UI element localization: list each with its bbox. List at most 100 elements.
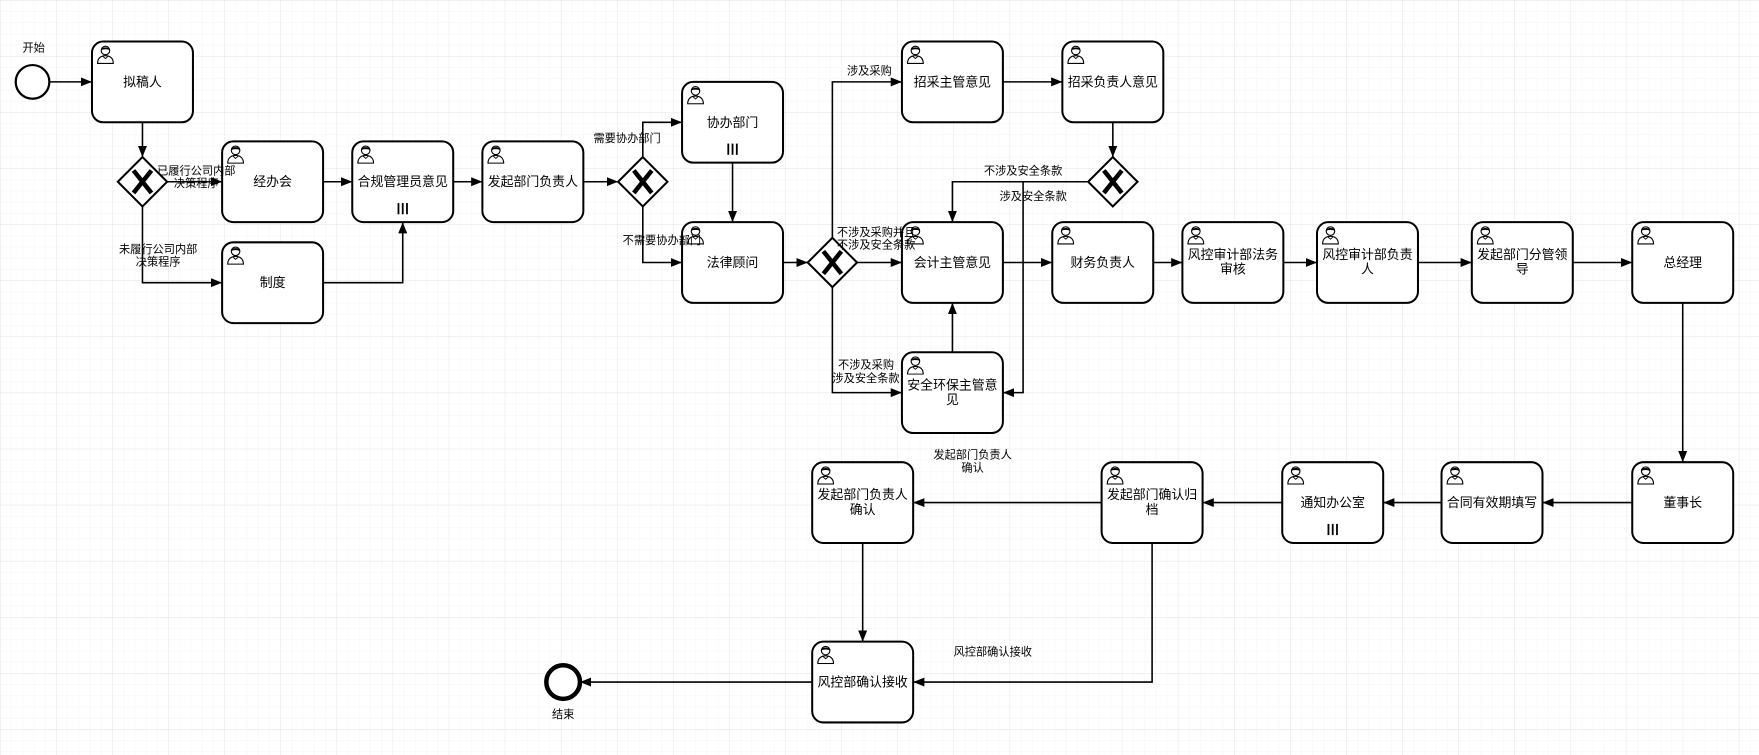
flow-label-no-procurement-safety-line-2: 涉及安全条款 <box>832 371 899 385</box>
task-system[interactable]: 制度 <box>221 241 325 325</box>
flow-label-involves-procurement: 涉及采购 <box>847 64 892 78</box>
task-shape[interactable] <box>900 40 1004 124</box>
task-label-line-2: 导 <box>1516 263 1529 278</box>
task-shape[interactable] <box>481 140 585 224</box>
task-dept-leader[interactable]: 发起部门分管领 导 <box>1470 221 1574 304</box>
task-shape[interactable] <box>900 351 1004 435</box>
task-label-line-1: 发起部门确认归 <box>1107 487 1197 503</box>
end-event-shape[interactable] <box>544 662 583 702</box>
floating-label-dept-head-confirm-line-2: 确认 <box>961 462 983 475</box>
exclusive-gateway-x-icon <box>632 169 654 195</box>
task-label: 董事长 <box>1663 496 1702 511</box>
flow-archive-to-risk-receive[interactable] <box>913 542 1153 687</box>
task-shape[interactable] <box>811 461 915 544</box>
flow-gateway-to-safety-clause[interactable] <box>1002 180 1089 398</box>
task-shape[interactable] <box>221 241 325 325</box>
task-shape[interactable] <box>351 140 455 224</box>
task-label: 拟稿人 <box>123 74 162 90</box>
task-label: 制度 <box>260 275 286 291</box>
start-event[interactable] <box>14 63 51 100</box>
task-draft[interactable]: 拟稿人 <box>90 40 194 124</box>
task-co-dept[interactable]: 协办部门 <box>681 80 785 164</box>
task-dept-head-confirm[interactable]: 发起部门负责人 确认 <box>811 461 915 544</box>
task-risk-head[interactable]: 风控审计部负责 人 <box>1315 221 1419 304</box>
exclusive-gateway-x-icon <box>821 249 844 276</box>
task-risk-receive[interactable]: 风控部确认接收 <box>811 640 915 724</box>
end-event[interactable] <box>544 662 583 702</box>
sequence-flows <box>49 77 1688 687</box>
task-notify-office[interactable]: 通知办公室 <box>1281 461 1385 544</box>
task-label: 通知办公室 <box>1300 495 1365 511</box>
task-label: 风控部确认接收 <box>818 675 908 691</box>
gateway-co-dept-check[interactable] <box>616 155 669 208</box>
task-shape[interactable] <box>1440 461 1544 544</box>
flow-label-no-procurement-no-safety-line-1: 不涉及采购并且 <box>837 225 915 239</box>
task-shape[interactable] <box>681 221 785 304</box>
task-shape[interactable] <box>1100 461 1204 544</box>
task-label: 法律顾问 <box>707 256 759 271</box>
task-proc-supervisor[interactable]: 招采主管意见 <box>900 40 1004 124</box>
task-chairman[interactable]: 董事长 <box>1631 461 1735 544</box>
task-risk-legal[interactable]: 风控审计部法务 审核 <box>1181 221 1285 304</box>
start-event-shape[interactable] <box>14 63 51 100</box>
task-label-line-1: 发起部门分管领 <box>1477 247 1567 263</box>
task-label: 招采负责人意见 <box>1068 74 1158 90</box>
floating-label-risk-receive: 风控部确认接收 <box>954 645 1032 659</box>
task-proc-head[interactable]: 招采负责人意见 <box>1061 40 1165 124</box>
task-label: 经办会 <box>253 175 292 190</box>
task-label-line-2: 审核 <box>1220 263 1246 278</box>
task-shape[interactable] <box>1631 461 1735 544</box>
task-safety[interactable]: 安全环保主管意 见 <box>900 351 1004 435</box>
task-validity[interactable]: 合同有效期填写 <box>1440 461 1544 544</box>
flow-gateway-to-co-dept[interactable] <box>642 117 683 158</box>
task-label: 协办部门 <box>707 116 759 131</box>
parallel-multi-instance-icon <box>397 203 408 215</box>
task-label: 招采主管意见 <box>914 74 991 90</box>
exclusive-gateway-x-icon <box>1102 169 1124 195</box>
task-shape[interactable] <box>90 40 194 124</box>
task-compliance[interactable]: 合规管理员意见 <box>351 140 455 224</box>
flow-label-performed-procedure-line-1: 已履行公司内部 <box>157 163 235 177</box>
task-shape[interactable] <box>1470 221 1574 304</box>
task-label-line-2: 人 <box>1361 263 1374 278</box>
flow-label-no-procurement-safety-line-1: 不涉及采购 <box>838 358 894 372</box>
flow-gateway-to-system[interactable] <box>141 206 223 288</box>
flow-gateway-to-safety[interactable] <box>831 287 902 398</box>
task-dept-archive[interactable]: 发起部门确认归 档 <box>1100 461 1204 544</box>
task-shape[interactable] <box>900 221 1004 304</box>
flow-label-no-co-dept: 不需要协办部门 <box>623 233 701 247</box>
task-shape[interactable] <box>1061 40 1165 124</box>
task-finance-head[interactable]: 财务负责人 <box>1051 221 1155 304</box>
flow-label-no-procurement-no-safety-line-2: 不涉及安全条款 <box>837 237 915 251</box>
task-shape[interactable] <box>1315 221 1419 304</box>
flow-system-to-compliance[interactable] <box>323 222 408 284</box>
task-dept-head[interactable]: 发起部门负责人 <box>481 140 585 224</box>
flow-gateway-to-proc-supervisor[interactable] <box>831 77 902 238</box>
exclusive-gateway-x-icon <box>131 169 154 195</box>
task-handling[interactable]: 经办会 <box>221 140 325 224</box>
task-label: 发起部门负责人 <box>488 174 578 190</box>
gateway-procurement-check[interactable] <box>806 236 859 289</box>
task-shape[interactable] <box>1631 221 1735 304</box>
gateway-safety-check[interactable] <box>1086 155 1139 208</box>
task-label: 合规管理员意见 <box>358 174 448 190</box>
task-shape[interactable] <box>1281 461 1385 544</box>
gateway-procedure-check[interactable] <box>116 155 169 208</box>
task-gm[interactable]: 总经理 <box>1631 221 1735 304</box>
flow-label-needs-co-dept: 需要协办部门 <box>593 131 660 145</box>
task-shape[interactable] <box>1181 221 1285 304</box>
task-shape[interactable] <box>681 80 785 164</box>
task-shape[interactable] <box>811 640 915 724</box>
task-accounting[interactable]: 会计主管意见 <box>900 221 1004 304</box>
start-event-label: 开始 <box>22 41 44 55</box>
floating-label-dept-head-confirm-line-1: 发起部门负责人 <box>933 447 1011 461</box>
task-shape[interactable] <box>1051 221 1155 304</box>
flow-labels: 已履行公司内部 决策程序 未履行公司内部 决策程序 需要协办部门 不需要协办部门… <box>119 64 1067 659</box>
flow-gateway-to-legal[interactable] <box>642 206 683 267</box>
task-legal[interactable]: 法律顾问 <box>681 221 785 304</box>
flow-label-not-performed-procedure-line-1: 未履行公司内部 <box>119 242 197 256</box>
task-shape[interactable] <box>221 140 325 224</box>
flow-label-performed-procedure-line-2: 决策程序 <box>174 176 219 190</box>
